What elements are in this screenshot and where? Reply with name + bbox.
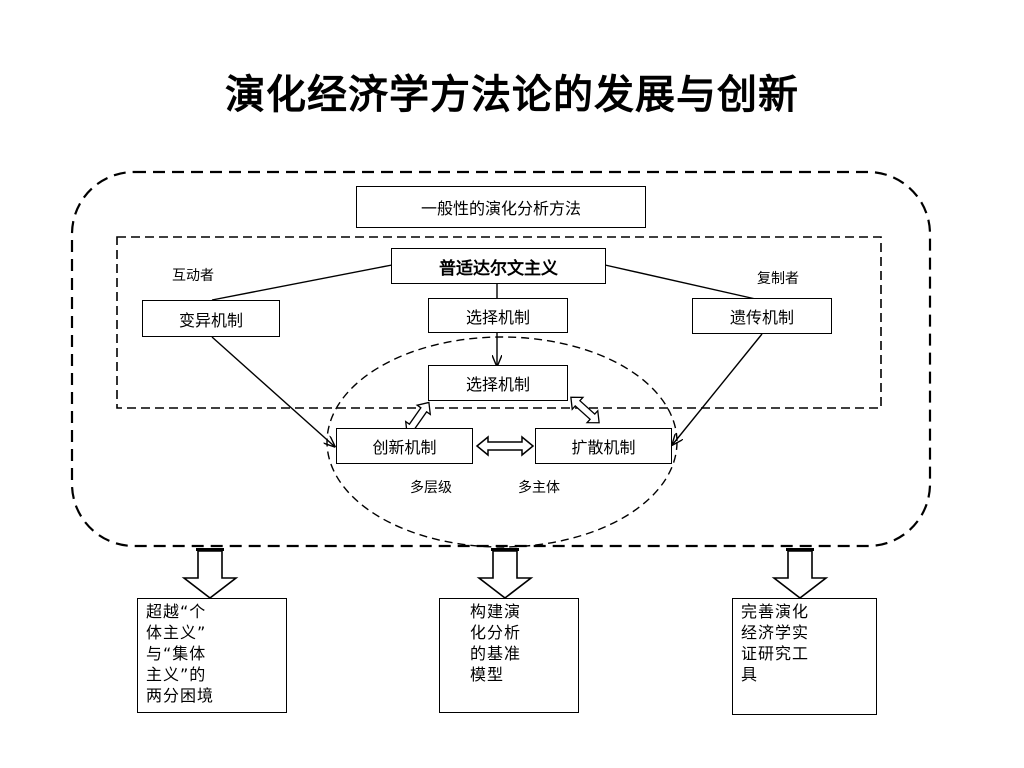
connector-darwinism-variation: [211, 264, 393, 301]
outcome-box-left: 超越“个 体主义” 与“集体 主义”的 两分困境: [137, 598, 287, 713]
innovation-mechanism-box: 创新机制: [336, 428, 473, 464]
double-arrow-selection-diffusion: [570, 396, 600, 424]
inner-dashed-boundary: [116, 236, 882, 409]
outcome-box-right: 完善演化 经济学实 证研究工 具: [732, 598, 877, 715]
universal-darwinism-box: 普适达尔文主义: [391, 248, 606, 284]
block-arrow-down-right: [771, 548, 829, 600]
multi-subject-label: 多主体: [518, 480, 560, 496]
arrow-heredity-diffusion: [673, 333, 763, 444]
connector-darwinism-heredity: [604, 264, 761, 301]
interactor-label: 互动者: [172, 268, 214, 284]
page-title: 演化经济学方法论的发展与创新: [225, 71, 799, 118]
block-arrow-down-left: [181, 548, 239, 600]
selection-mechanism-center-box: 选择机制: [428, 365, 568, 401]
arrow-variation-innovation: [211, 336, 334, 446]
outcome-box-center: 构建演 化分析 的基准 模型: [439, 598, 579, 713]
diffusion-mechanism-box: 扩散机制: [535, 428, 672, 464]
variation-mechanism-box: 变异机制: [142, 300, 280, 337]
block-arrow-down-center: [476, 548, 534, 600]
outer-dashed-boundary: [70, 170, 932, 548]
replicator-label: 复制者: [757, 271, 799, 287]
multi-level-label: 多层级: [410, 480, 452, 496]
heredity-mechanism-box: 遗传机制: [692, 298, 832, 334]
double-arrow-innovation-diffusion: [475, 435, 535, 457]
selection-mechanism-top-box: 选择机制: [428, 298, 568, 333]
general-method-box: 一般性的演化分析方法: [356, 186, 646, 228]
